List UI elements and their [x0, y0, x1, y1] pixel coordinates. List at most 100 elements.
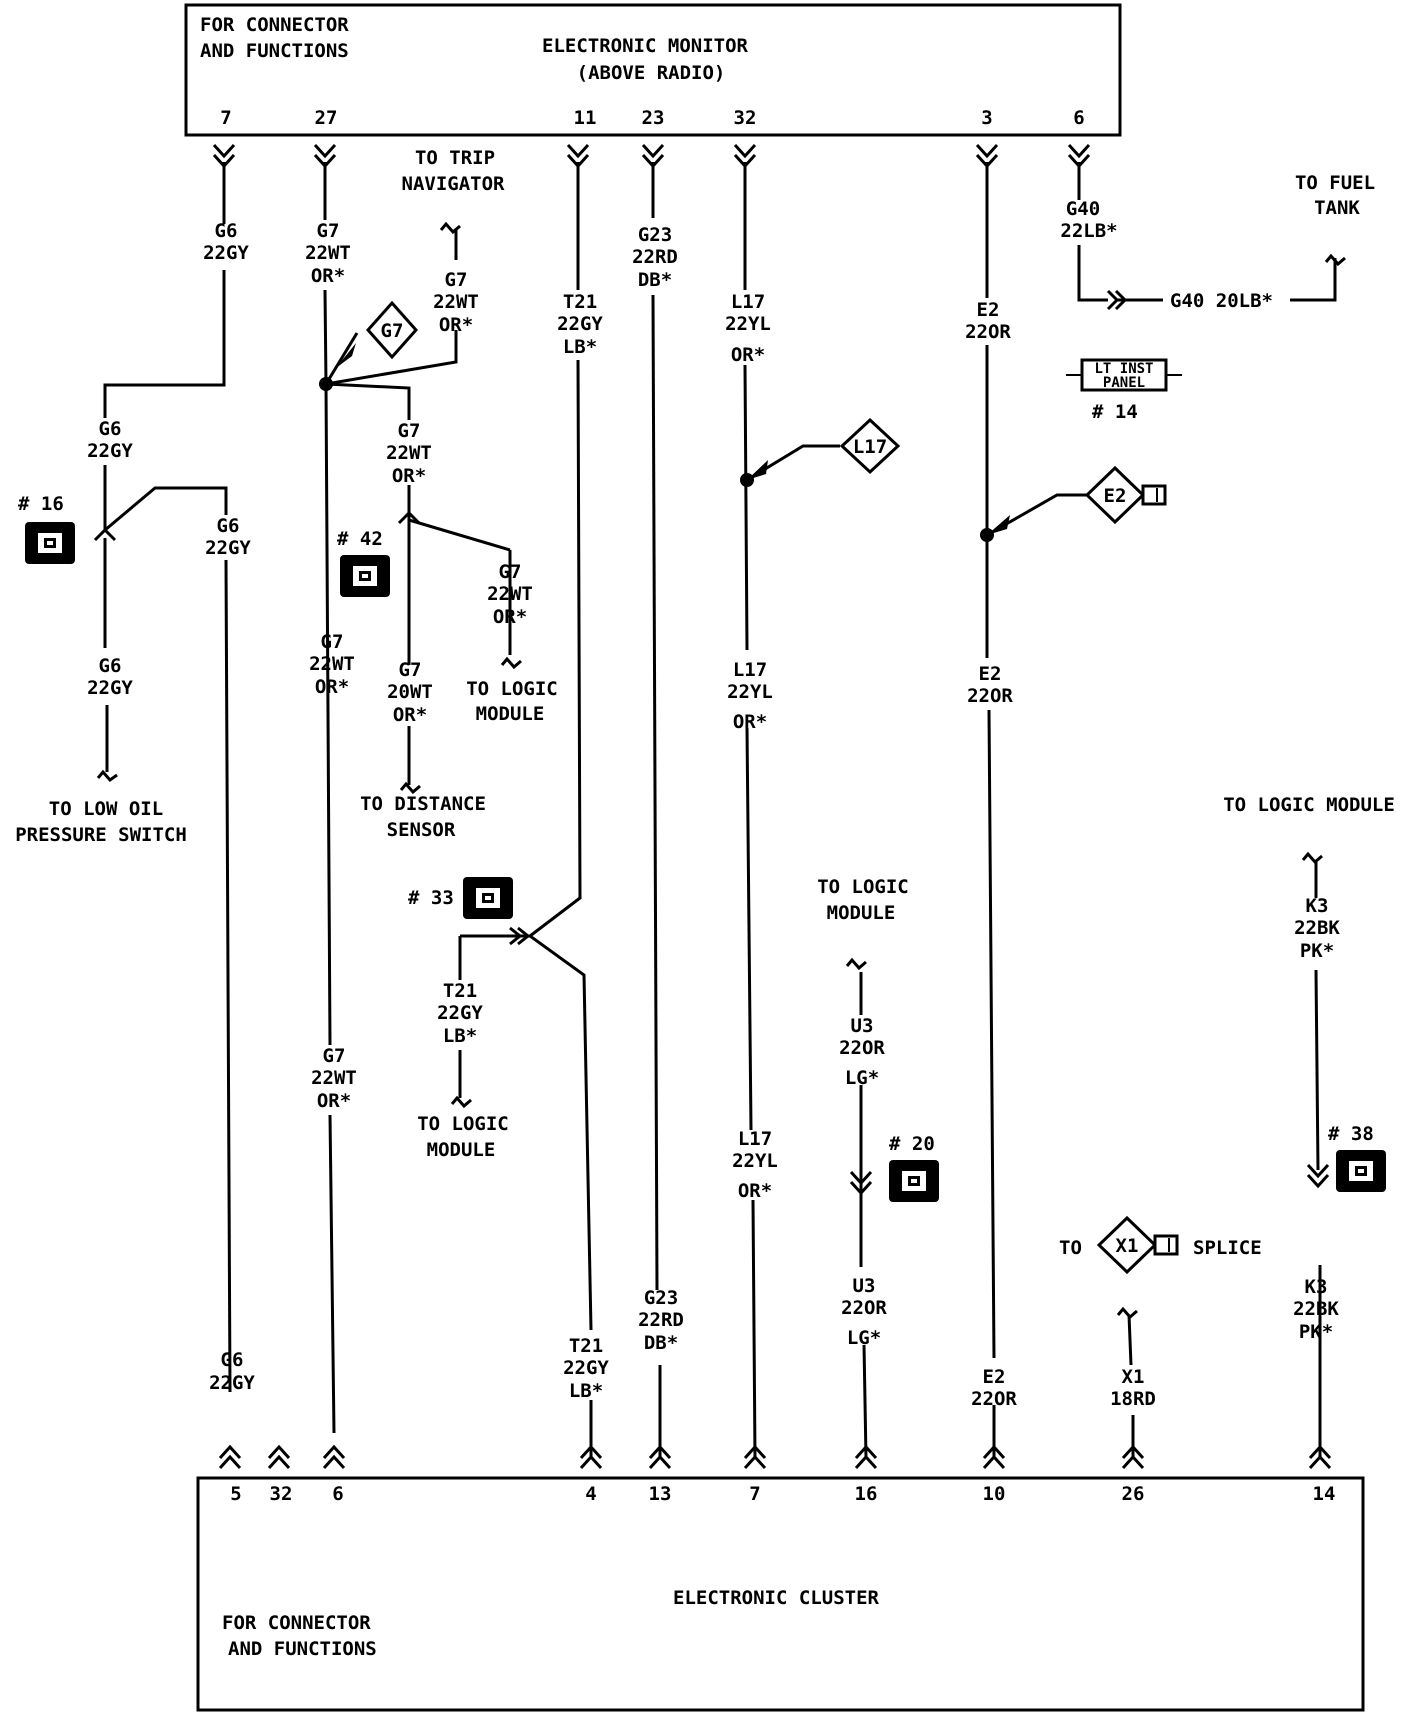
monitor-pin-3: 3: [981, 107, 992, 129]
connector-label-20: # 20: [889, 1133, 935, 1155]
label-g40-top-2: 22LB*: [1060, 220, 1117, 242]
label-u3-bot-1: U3: [853, 1275, 876, 1297]
label-l17-mid-1: L17: [733, 659, 767, 681]
label-g7-main-1: G7: [321, 631, 344, 653]
electronic-monitor-box: FOR CONNECTOR AND FUNCTIONS ELECTRONIC M…: [184, 3, 1122, 137]
label-k3-top-1: K3: [1306, 895, 1329, 917]
label-t21-logic-2: 22GY: [437, 1002, 483, 1024]
label-g23-top-1: G23: [638, 224, 672, 246]
splice-diamond-l17: L17: [747, 417, 901, 480]
label-x1-1: X1: [1122, 1366, 1145, 1388]
label-u3-top-2: 22OR: [839, 1037, 885, 1059]
cluster-pin-26: 26: [1122, 1483, 1145, 1505]
label-g40-right: G40 20LB*: [1170, 290, 1273, 312]
monitor-note-line2: AND FUNCTIONS: [200, 40, 349, 62]
label-g7-bot-2: 22WT: [311, 1067, 357, 1089]
label-t21-top-2: 22GY: [557, 313, 603, 335]
connector-icon-20: # 20: [889, 1133, 939, 1202]
dest-logic-module-t21-2: MODULE: [427, 1139, 496, 1161]
cluster-title: ELECTRONIC CLUSTER: [673, 1587, 879, 1609]
splice-label-g7: G7: [381, 320, 404, 342]
label-k3-top-2: 22BK: [1294, 917, 1340, 939]
splice-label-e2: E2: [1104, 485, 1127, 507]
label-g7-top-2: 22WT: [305, 242, 351, 264]
splice-label-x1: X1: [1116, 1235, 1139, 1257]
label-g7-logic-2: 22WT: [487, 583, 533, 605]
monitor-pin-32: 32: [734, 107, 757, 129]
label-k3-bot-1: K3: [1305, 1276, 1328, 1298]
cluster-pin-5: 5: [230, 1483, 241, 1505]
label-g7-dist-2: 20WT: [387, 681, 433, 703]
label-e2-mid-1: E2: [979, 663, 1002, 685]
label-g7-top-1: G7: [317, 220, 340, 242]
splices: G7 L17 E2 X1: [319, 300, 1179, 1275]
connector-icon-38: # 38: [1328, 1123, 1386, 1192]
monitor-title-line1: ELECTRONIC MONITOR: [542, 35, 748, 57]
label-l17-mid-2: 22YL: [727, 681, 773, 703]
label-g7-logic-3: OR*: [493, 606, 527, 628]
label-g6-mid-2: 22GY: [87, 440, 133, 462]
label-g7-branch-1: G7: [398, 420, 421, 442]
dest-low-oil-2: PRESSURE SWITCH: [15, 824, 187, 846]
connector-label-16: # 16: [18, 493, 64, 515]
label-t21-bot-2: 22GY: [563, 1357, 609, 1379]
label-g7-bot-1: G7: [323, 1045, 346, 1067]
connector-label-33: # 33: [408, 887, 454, 909]
monitor-pin-27: 27: [315, 107, 338, 129]
monitor-pin-11: 11: [574, 107, 597, 129]
cluster-pin-4: 4: [585, 1483, 596, 1505]
connector-icon-33: # 33: [408, 877, 513, 919]
label-l17-mid-3: OR*: [733, 711, 767, 733]
label-l17-top-3: OR*: [731, 344, 765, 366]
label-g6-right-1: G6: [217, 515, 240, 537]
label-g7-logic-1: G7: [499, 561, 522, 583]
label-g23-top-3: DB*: [638, 269, 672, 291]
panel-label-line2: PANEL: [1103, 375, 1145, 391]
connector-label-42: # 42: [337, 528, 383, 550]
label-g7-branch-3: OR*: [392, 465, 426, 487]
label-u3-top-1: U3: [851, 1015, 874, 1037]
connector-icons: # 16 # 42 # 33 # 20 # 38: [18, 358, 1386, 1202]
dest-distance-sensor-2: SENSOR: [387, 819, 456, 841]
label-g7-bot-3: OR*: [317, 1090, 351, 1112]
label-t21-logic-1: T21: [443, 980, 477, 1002]
monitor-pin-6: 6: [1073, 107, 1084, 129]
label-g6-right-2: 22GY: [205, 537, 251, 559]
label-t21-top-1: T21: [563, 291, 597, 313]
label-l17-bot-1: L17: [738, 1128, 772, 1150]
splice-diamond-g7: G7: [324, 300, 419, 385]
label-l17-top-1: L17: [731, 291, 765, 313]
label-g7-top-3: OR*: [311, 265, 345, 287]
label-g7-trip-2: 22WT: [433, 291, 479, 313]
label-g7-main-2: 22WT: [309, 653, 355, 675]
dest-logic-module-u3-1: TO LOGIC: [817, 876, 909, 898]
panel-connector: LT INST PANEL # 14: [1080, 358, 1168, 423]
dest-distance-sensor-1: TO DISTANCE: [360, 793, 486, 815]
label-g23-bot-1: G23: [644, 1287, 678, 1309]
label-t21-bot-1: T21: [569, 1335, 603, 1357]
cluster-pin-16: 16: [855, 1483, 878, 1505]
label-t21-bot-3: LB*: [569, 1380, 603, 1402]
label-e2-mid-2: 22OR: [967, 685, 1013, 707]
dest-logic-module-k3: TO LOGIC MODULE: [1223, 794, 1395, 816]
cluster-pin-7: 7: [749, 1483, 760, 1505]
connector-label-14: # 14: [1092, 401, 1138, 423]
splice-label-l17: L17: [853, 436, 887, 458]
dest-logic-module-g7-2: MODULE: [476, 703, 545, 725]
dest-logic-module-g7-1: TO LOGIC: [466, 678, 558, 700]
cluster-pin-6: 6: [332, 1483, 343, 1505]
label-e2-bot-2: 22OR: [971, 1388, 1017, 1410]
label-g6-bot-1: G6: [221, 1349, 244, 1371]
label-e2-bot-1: E2: [983, 1366, 1006, 1388]
cluster-note-line2: AND FUNCTIONS: [228, 1638, 377, 1660]
label-g7-dist-1: G7: [399, 659, 422, 681]
label-g6-low-2: 22GY: [87, 677, 133, 699]
dest-logic-module-t21-1: TO LOGIC: [417, 1113, 509, 1135]
connector-label-38: # 38: [1328, 1123, 1374, 1145]
label-k3-top-3: PK*: [1300, 940, 1334, 962]
label-l17-bot-3: OR*: [738, 1180, 772, 1202]
label-g6-top-2: 22GY: [203, 242, 249, 264]
label-u3-top-3: LG*: [845, 1067, 879, 1089]
label-g23-bot-3: DB*: [644, 1332, 678, 1354]
label-g6-bot-2: 22GY: [209, 1372, 255, 1394]
